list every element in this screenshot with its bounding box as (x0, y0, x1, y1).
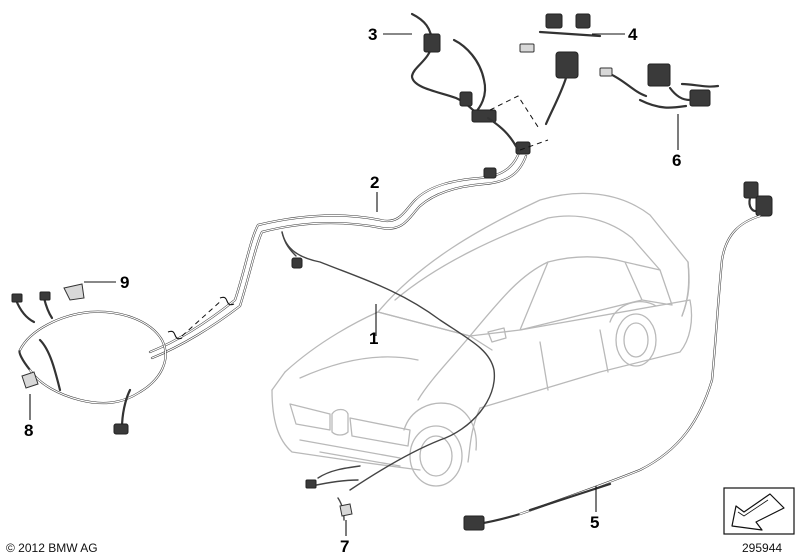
callout-1: 1 (369, 329, 378, 348)
copyright-text: © 2012 BMW AG (6, 541, 98, 555)
harness-left (11, 283, 167, 435)
drawing-number: 295944 (742, 541, 783, 555)
part-4 (489, 13, 602, 151)
part-5 (463, 181, 773, 531)
callout-5: 5 (590, 513, 599, 532)
callout-2: 2 (370, 173, 379, 192)
callout-8: 8 (24, 421, 33, 440)
direction-arrow-icon (723, 487, 795, 535)
harness-2 (148, 141, 531, 360)
callout-3: 3 (368, 25, 377, 44)
cable-1 (281, 231, 496, 491)
leader-lines (29, 33, 679, 536)
callout-9: 9 (120, 273, 129, 292)
callout-7: 7 (340, 537, 349, 556)
callout-6: 6 (672, 151, 681, 170)
callout-4: 4 (628, 25, 638, 44)
part-3 (410, 12, 520, 152)
part-6 (599, 63, 720, 109)
callouts: 1 2 3 4 5 6 7 8 9 (24, 25, 681, 556)
part-7 (337, 497, 353, 521)
car-outline (271, 192, 693, 487)
